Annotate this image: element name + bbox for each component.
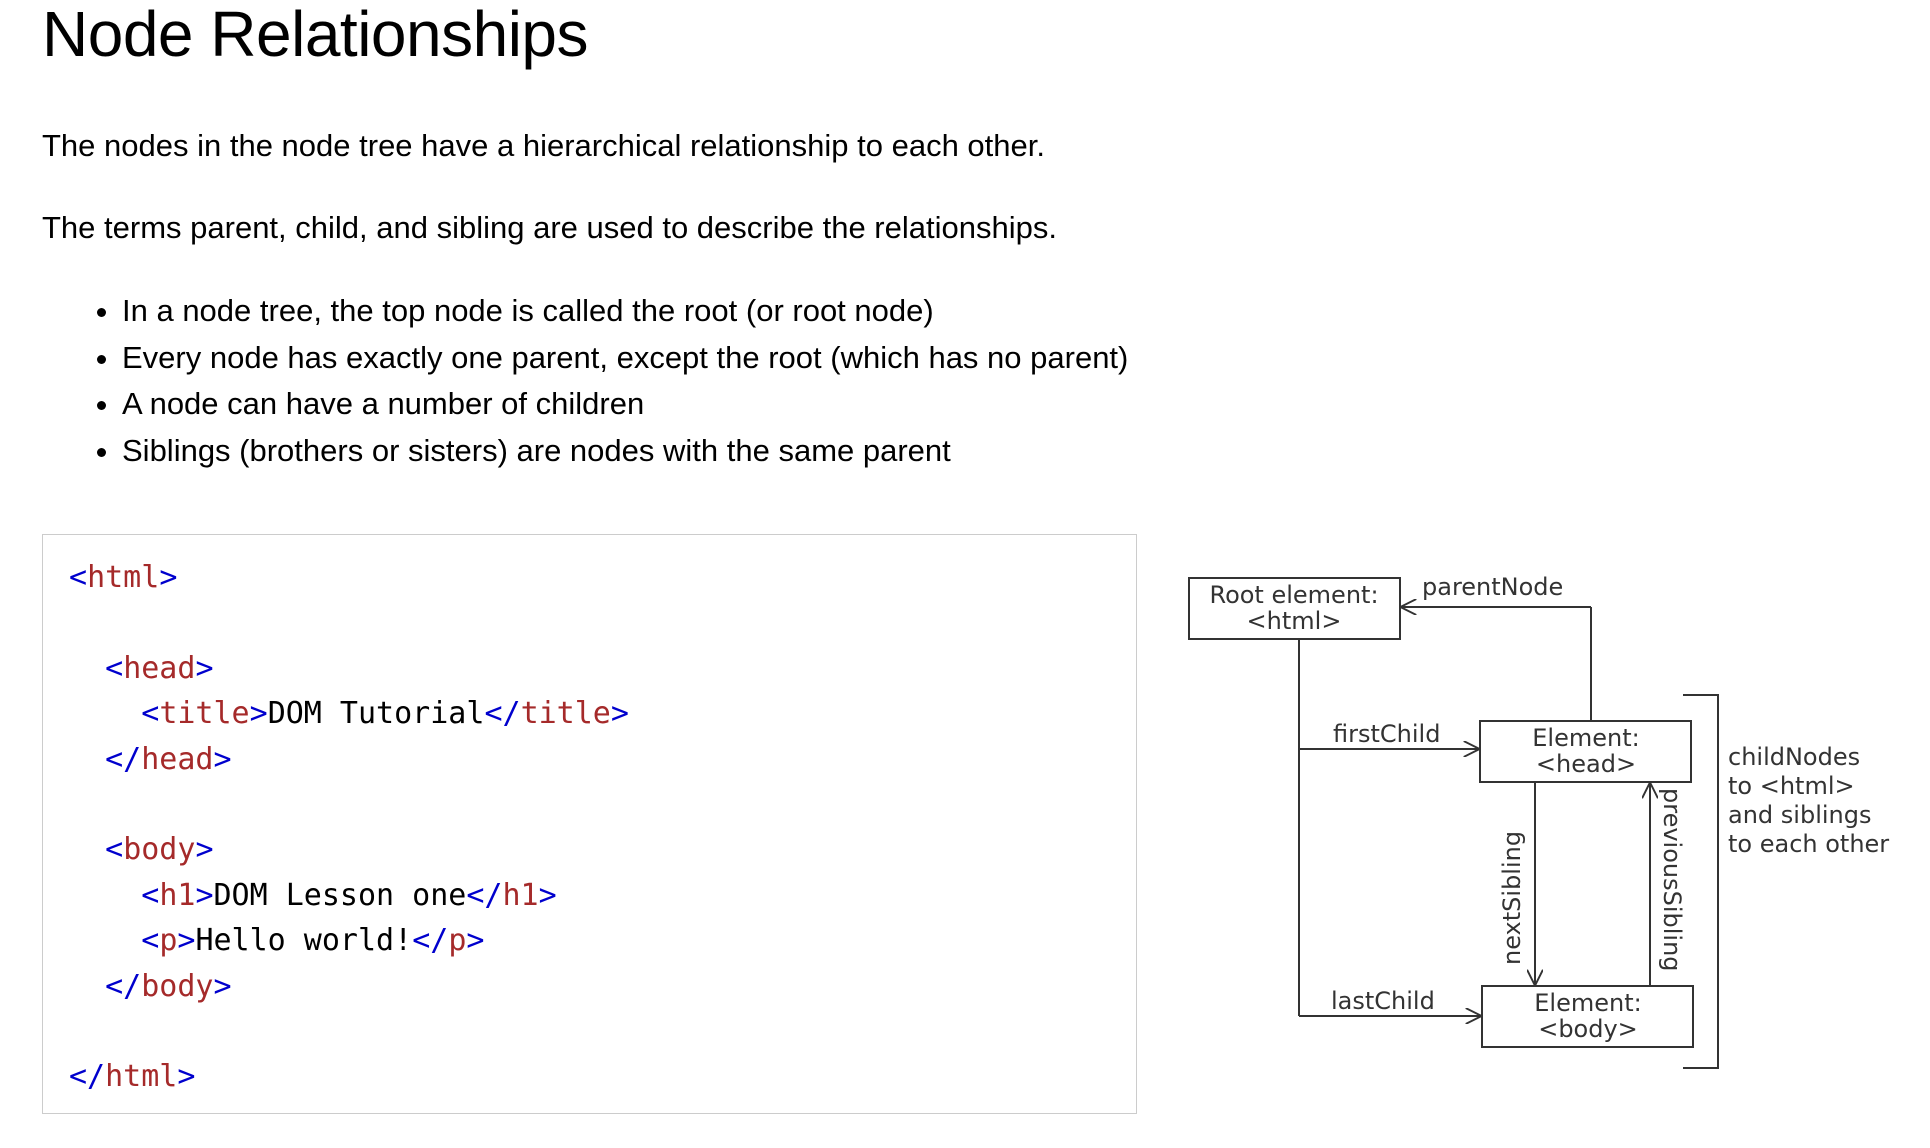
code-token: body [141, 968, 214, 1004]
code-token: < [141, 923, 160, 959]
list-item: A node can have a number of children [122, 381, 1128, 428]
relationship-list: In a node tree, the top node is called t… [0, 288, 1128, 474]
code-token: > [195, 650, 214, 686]
code-token: </ [466, 877, 503, 913]
page-title: Node Relationships [42, 0, 589, 70]
body-element-box [1481, 985, 1694, 1048]
code-token: > [177, 1059, 196, 1095]
code-token: > [466, 923, 485, 959]
code-token: </ [105, 741, 142, 777]
body-box-label: Element: [1534, 989, 1641, 1017]
code-token: h1 [502, 877, 539, 913]
code-token: > [195, 877, 214, 913]
code-example-box: <html> <head> <title>DOM Tutorial</title… [42, 534, 1137, 1114]
code-line: <body> [69, 827, 629, 872]
code-token: > [249, 696, 268, 732]
root-box-tag: <html> [1247, 607, 1342, 635]
code-token: < [69, 560, 88, 595]
child-nodes-note-line: and siblings [1728, 801, 1871, 829]
code-token: body [123, 832, 196, 868]
code-token: title [520, 696, 611, 732]
code-token: > [195, 832, 214, 868]
root-box-label: Root element: [1209, 581, 1378, 609]
previous-sibling-label: previousSibling [1658, 788, 1686, 972]
first-child-label: firstChild [1333, 720, 1440, 748]
head-box-tag: <head> [1536, 750, 1636, 778]
list-item: Siblings (brothers or sisters) are nodes… [122, 428, 1128, 475]
code-token: < [105, 832, 124, 868]
code-line: </head> [69, 737, 629, 782]
list-item: In a node tree, the top node is called t… [122, 288, 1128, 335]
code-token: DOM Lesson one [213, 877, 467, 913]
code-token: html [87, 560, 160, 595]
code-token: < [141, 696, 160, 732]
code-token: > [213, 968, 232, 1004]
code-token: p [159, 923, 178, 959]
root-element-box [1188, 577, 1401, 640]
body-box-tag: <body> [1538, 1015, 1638, 1043]
parent-node-label: parentNode [1422, 573, 1563, 601]
code-line: </html> [69, 1054, 629, 1099]
code-token: html [105, 1059, 178, 1095]
child-nodes-note-line: to <html> [1728, 772, 1855, 800]
code-token: head [123, 650, 196, 686]
terms-paragraph: The terms parent, child, and sibling are… [42, 210, 1057, 245]
code-token: head [141, 741, 214, 777]
code-token: > [538, 877, 557, 913]
next-sibling-label: nextSibling [1498, 831, 1526, 965]
last-child-label: lastChild [1331, 987, 1435, 1015]
code-line: <title>DOM Tutorial</title> [69, 691, 629, 736]
intro-paragraph: The nodes in the node tree have a hierar… [42, 128, 1045, 163]
list-item: Every node has exactly one parent, excep… [122, 335, 1128, 382]
code-block: <html> <head> <title>DOM Tutorial</title… [69, 555, 629, 1100]
code-token: > [159, 560, 178, 595]
code-line: <head> [69, 646, 629, 691]
head-element-box [1479, 720, 1692, 783]
code-token: < [141, 877, 160, 913]
code-token: p [448, 923, 467, 959]
code-token: h1 [159, 877, 196, 913]
code-token: DOM Tutorial [267, 696, 485, 732]
code-token: Hello world! [195, 923, 413, 959]
code-token: > [213, 741, 232, 777]
code-line: <html> [69, 555, 629, 600]
code-token: < [105, 650, 124, 686]
child-nodes-note-line: childNodes [1728, 743, 1860, 771]
code-token: </ [412, 923, 449, 959]
code-line: </body> [69, 964, 629, 1009]
code-token: > [177, 923, 196, 959]
code-token: title [159, 696, 250, 732]
head-box-label: Element: [1532, 724, 1639, 752]
code-line: <h1>DOM Lesson one</h1> [69, 873, 629, 918]
code-token: > [610, 696, 629, 732]
code-token: </ [484, 696, 521, 732]
child-nodes-bracket [1683, 694, 1719, 1069]
code-line: <p>Hello world!</p> [69, 918, 629, 963]
code-token: </ [105, 968, 142, 1004]
code-token: </ [69, 1059, 106, 1095]
child-nodes-note-line: to each other [1728, 830, 1889, 858]
